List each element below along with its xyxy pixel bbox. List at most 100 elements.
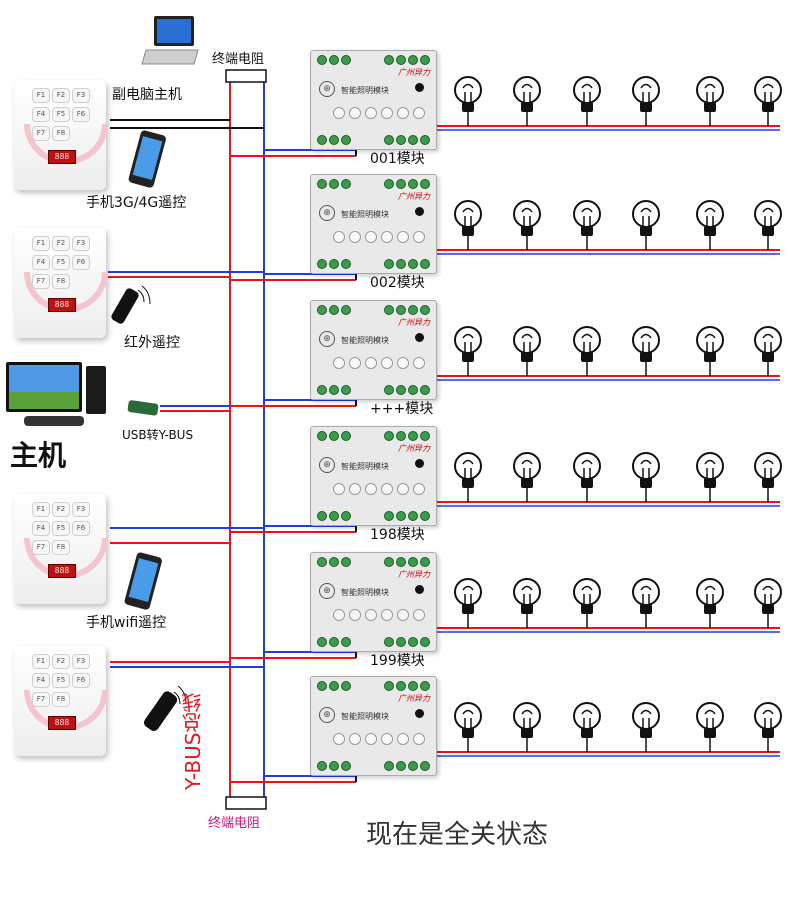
lighting-module: 广州异力⊕智能照明模块 [310, 426, 437, 526]
module-button[interactable] [381, 231, 393, 243]
panel-key[interactable]: F3 [72, 236, 90, 251]
light-bulb-icon [754, 578, 782, 628]
module-name: 智能照明模块 [341, 210, 389, 219]
panel-key[interactable]: F5 [52, 255, 70, 270]
module-button[interactable] [365, 733, 377, 745]
lighting-module: 广州异力⊕智能照明模块 [310, 552, 437, 652]
module-logo-icon: ⊕ [319, 205, 335, 221]
light-bulb-icon [632, 578, 660, 628]
light-bulb-icon [573, 200, 601, 250]
module-button[interactable] [413, 231, 425, 243]
module-button[interactable] [413, 733, 425, 745]
panel-key[interactable]: F2 [52, 502, 70, 517]
panel-key[interactable]: F3 [72, 502, 90, 517]
panel-key[interactable]: F3 [72, 654, 90, 669]
module-button[interactable] [365, 609, 377, 621]
panel-key[interactable]: F1 [32, 654, 50, 669]
panel-key[interactable]: F4 [32, 521, 50, 536]
module-button[interactable] [397, 733, 409, 745]
light-bulb-icon [573, 326, 601, 376]
module-button[interactable] [333, 357, 345, 369]
terminal-block [317, 557, 351, 567]
sub-pc-label: 副电脑主机 [112, 87, 182, 103]
module-label: 001模块 [370, 151, 425, 167]
laptop-icon [141, 16, 199, 65]
module-button[interactable] [365, 231, 377, 243]
panel-key[interactable]: F1 [32, 236, 50, 251]
module-button[interactable] [333, 231, 345, 243]
module-button[interactable] [349, 483, 361, 495]
module-logo-icon: ⊕ [319, 457, 335, 473]
terminal-block [317, 259, 351, 269]
module-brand: 广州异力 [398, 68, 430, 77]
module-button[interactable] [365, 107, 377, 119]
panel-key[interactable]: F2 [52, 88, 70, 103]
module-button[interactable] [365, 483, 377, 495]
module-button[interactable] [333, 483, 345, 495]
module-button[interactable] [413, 357, 425, 369]
module-button[interactable] [397, 609, 409, 621]
terminal-block [317, 637, 351, 647]
module-button[interactable] [333, 107, 345, 119]
module-button[interactable] [397, 231, 409, 243]
light-bulb-icon [513, 452, 541, 502]
module-button[interactable] [397, 107, 409, 119]
light-bulb-icon [573, 702, 601, 752]
module-button[interactable] [349, 357, 361, 369]
module-button[interactable] [333, 609, 345, 621]
panel-key[interactable]: F5 [52, 521, 70, 536]
panel-key[interactable]: F3 [72, 88, 90, 103]
module-logo-icon: ⊕ [319, 707, 335, 723]
module-indicator [415, 207, 424, 216]
panel-key[interactable]: F4 [32, 673, 50, 688]
terminal-block [317, 681, 351, 691]
module-brand: 广州异力 [398, 694, 430, 703]
terminal-block [384, 135, 430, 145]
module-button[interactable] [413, 609, 425, 621]
light-bulb-icon [632, 200, 660, 250]
module-button[interactable] [397, 357, 409, 369]
panel-key[interactable]: F4 [32, 107, 50, 122]
panel-key[interactable]: F2 [52, 654, 70, 669]
module-button[interactable] [349, 231, 361, 243]
light-bulb-icon [573, 578, 601, 628]
module-button[interactable] [413, 483, 425, 495]
panel-key[interactable]: F5 [52, 673, 70, 688]
module-logo-icon: ⊕ [319, 583, 335, 599]
module-button[interactable] [397, 483, 409, 495]
panel-key[interactable]: F6 [72, 521, 90, 536]
module-button[interactable] [381, 733, 393, 745]
module-button[interactable] [333, 733, 345, 745]
terminal-block [317, 179, 351, 189]
panel-key[interactable]: F6 [72, 107, 90, 122]
panel-key[interactable]: F6 [72, 255, 90, 270]
panel-key[interactable]: F1 [32, 88, 50, 103]
terminal-block [317, 385, 351, 395]
panel-key[interactable]: F6 [72, 673, 90, 688]
infrared-remote-label: 红外遥控 [124, 335, 180, 351]
ybus-trunk-label: Y-BUS总线 [181, 692, 205, 790]
panel-key[interactable]: F4 [32, 255, 50, 270]
module-button[interactable] [381, 483, 393, 495]
module-button[interactable] [413, 107, 425, 119]
module-button[interactable] [349, 107, 361, 119]
module-buttons [333, 483, 425, 495]
module-button[interactable] [349, 733, 361, 745]
panel-key[interactable]: F2 [52, 236, 70, 251]
module-button[interactable] [381, 609, 393, 621]
module-button[interactable] [349, 609, 361, 621]
terminal-block [317, 431, 351, 441]
module-label: +++模块 [370, 401, 434, 417]
usb-ybus-label: USB转Y-BUS [122, 428, 194, 442]
light-bulb-icon [696, 76, 724, 126]
module-button[interactable] [381, 107, 393, 119]
panel-key[interactable]: F5 [52, 107, 70, 122]
panel-key[interactable]: F1 [32, 502, 50, 517]
light-bulb-icon [573, 452, 601, 502]
light-bulb-icon [454, 200, 482, 250]
module-button[interactable] [365, 357, 377, 369]
module-button[interactable] [381, 357, 393, 369]
